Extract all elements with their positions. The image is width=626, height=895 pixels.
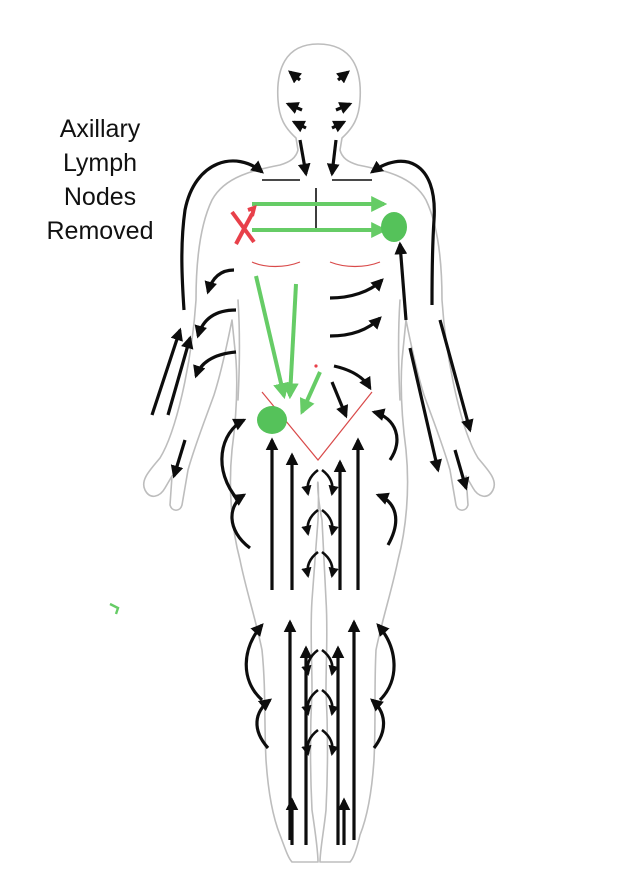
flow-arrow xyxy=(166,335,194,416)
label-line-2: Lymph xyxy=(62,149,138,177)
flow-arrow xyxy=(333,364,372,391)
flow-arrow xyxy=(331,120,347,133)
flow-arrow xyxy=(376,623,396,702)
x-mark-icon xyxy=(230,204,257,245)
inner-leg-curls xyxy=(301,468,339,757)
flow-arrow xyxy=(150,327,183,416)
flow-arrows xyxy=(150,70,474,845)
flow-arrow xyxy=(301,468,319,497)
flow-arrow xyxy=(321,688,339,717)
left-inguinal-lymph-node xyxy=(257,406,287,434)
flow-arrow xyxy=(371,408,399,461)
flow-arrow xyxy=(336,70,350,84)
flow-arrow xyxy=(321,648,339,677)
flow-arrow xyxy=(369,159,436,306)
flow-arrow xyxy=(288,70,302,84)
flow-arrow xyxy=(321,728,339,757)
flow-arrow xyxy=(285,102,303,114)
flow-arrow xyxy=(180,159,264,311)
stray-red-dot xyxy=(314,364,318,368)
label-line-3: Nodes xyxy=(63,183,137,211)
x-mark-stroke-2 xyxy=(234,213,254,245)
flow-arrow xyxy=(230,493,251,550)
x-mark-arrowhead xyxy=(247,204,257,217)
flow-arrow xyxy=(244,623,264,702)
flow-arrow xyxy=(335,102,353,114)
flow-arrow xyxy=(326,139,340,177)
flow-arrow xyxy=(301,550,319,579)
label-line-1: Axillary xyxy=(59,115,141,143)
rerouted-flow-arrows xyxy=(252,196,388,415)
flow-arrow xyxy=(438,319,474,433)
flow-arrow xyxy=(301,688,319,717)
flow-arrow xyxy=(220,418,247,502)
flow-arrow xyxy=(291,120,307,133)
stray-green-mark xyxy=(109,602,120,615)
flow-arrow xyxy=(329,278,384,300)
flow-arrow xyxy=(204,268,235,295)
flow-arrow xyxy=(370,698,386,749)
label-line-4: Removed xyxy=(46,217,154,245)
torso-inner-line-left xyxy=(237,299,241,401)
flow-arrow xyxy=(301,648,319,677)
rerouted-arrow-down-right xyxy=(282,283,299,400)
flow-arrow xyxy=(193,350,237,379)
rerouted-arrow-diagonal xyxy=(299,371,322,415)
flow-arrow xyxy=(453,449,470,491)
right-chest-incision xyxy=(329,261,381,268)
left-chest-incision xyxy=(251,261,301,268)
flow-arrow xyxy=(301,728,319,757)
flow-arrow xyxy=(408,347,442,473)
flow-arrow xyxy=(394,241,408,321)
torso-inner-line-right xyxy=(397,299,401,401)
head-outline xyxy=(142,43,496,863)
flow-arrow xyxy=(297,139,311,177)
sternum-lines xyxy=(262,179,372,232)
flow-arrow xyxy=(194,308,237,339)
body-outline xyxy=(142,43,496,863)
flow-arrow xyxy=(375,492,398,546)
flow-arrow xyxy=(321,550,339,579)
flow-arrow xyxy=(255,698,273,750)
flow-arrow xyxy=(330,381,349,419)
flow-arrow xyxy=(301,508,319,537)
flow-arrow xyxy=(321,508,339,537)
flow-arrow xyxy=(170,439,187,479)
rerouted-arrow-down-left xyxy=(254,275,289,400)
right-axillary-lymph-node xyxy=(381,212,407,242)
flow-arrow xyxy=(329,316,382,338)
removed-nodes-label: Axillary Lymph Nodes Removed xyxy=(20,112,180,248)
flow-arrow xyxy=(321,468,339,497)
